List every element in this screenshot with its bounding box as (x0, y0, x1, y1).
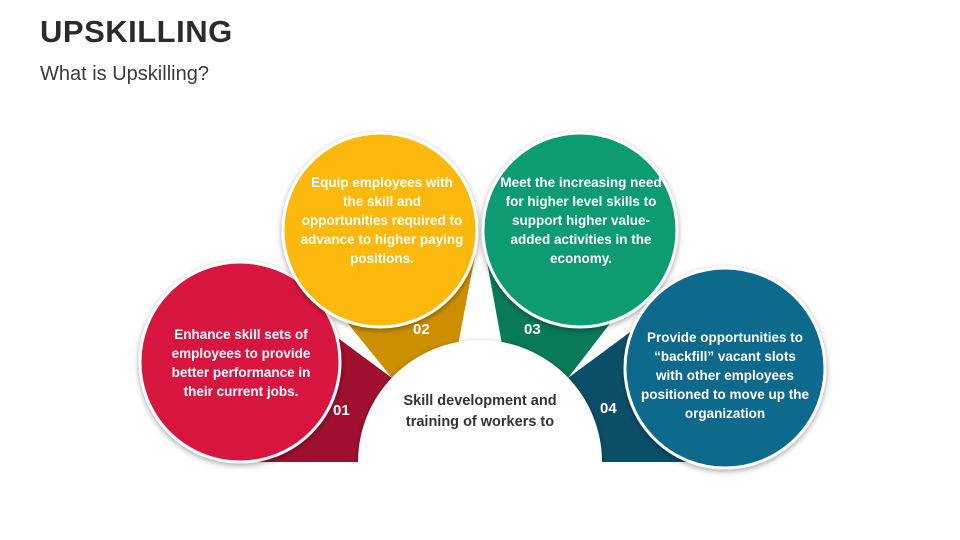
item-02-text: Equip employees with the skill and oppor… (300, 174, 464, 266)
item-03-number: 03 (524, 321, 541, 338)
item-01-text: Enhance skill sets of employees to provi… (171, 327, 311, 399)
circle-03 (481, 131, 679, 329)
circle-02 (281, 131, 479, 329)
center-semicircle (358, 340, 602, 462)
page-title: UPSKILLING (40, 14, 233, 49)
item-02-number: 02 (413, 321, 430, 338)
item-04-text: Provide opportunities to “backfill” vaca… (641, 329, 809, 421)
item-01-number: 01 (333, 402, 350, 419)
circle-01 (138, 260, 342, 464)
center-text: Skill development and training of worker… (403, 393, 557, 430)
page-subtitle: What is Upskilling? (40, 63, 209, 85)
item-04-number: 04 (600, 400, 617, 417)
item-03-text: Meet the increasing need for higher leve… (500, 174, 662, 266)
circle-04 (623, 266, 827, 470)
